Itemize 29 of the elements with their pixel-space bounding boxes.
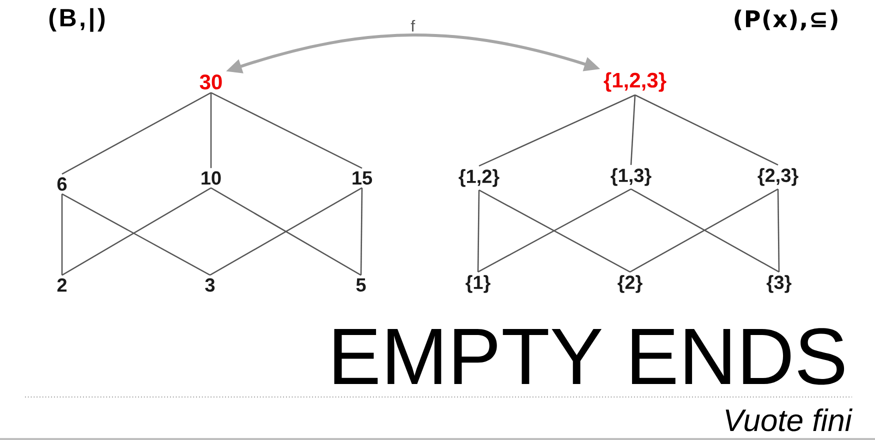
subtitle: Vuote fini — [726, 408, 852, 432]
edge-label: f — [409, 18, 417, 34]
element-label: {1,3} — [610, 168, 652, 186]
ordered-set-title: (B,|) — [49, 8, 105, 32]
connector-line — [634, 94, 778, 166]
connector-line — [477, 190, 480, 272]
slide-title: EMPTY ENDS — [334, 328, 844, 385]
element-label: {1,2} — [458, 169, 500, 187]
connector-line — [61, 194, 63, 276]
ordered-set-title: (P(x),⊆) — [734, 10, 838, 30]
element-label: {3} — [766, 275, 792, 293]
connector-line — [210, 92, 362, 169]
element-label: 30 — [200, 74, 222, 90]
connector-line — [210, 92, 212, 168]
element-label: {1,2,3} — [604, 72, 666, 92]
element-label: 10 — [202, 171, 221, 185]
connector-line — [630, 94, 636, 165]
element-label: {2} — [618, 275, 642, 293]
connector-line — [62, 92, 212, 175]
element-label: 2 — [57, 278, 67, 292]
element-label: 3 — [205, 278, 215, 292]
element-label: 15 — [352, 171, 372, 185]
element-label: 6 — [57, 177, 67, 191]
connector-line — [478, 94, 636, 167]
element-label: {2,3} — [758, 168, 798, 186]
element-label: 5 — [356, 278, 366, 292]
connector-line — [360, 188, 363, 276]
element-label: {1} — [466, 275, 490, 293]
connector-line — [777, 189, 780, 272]
